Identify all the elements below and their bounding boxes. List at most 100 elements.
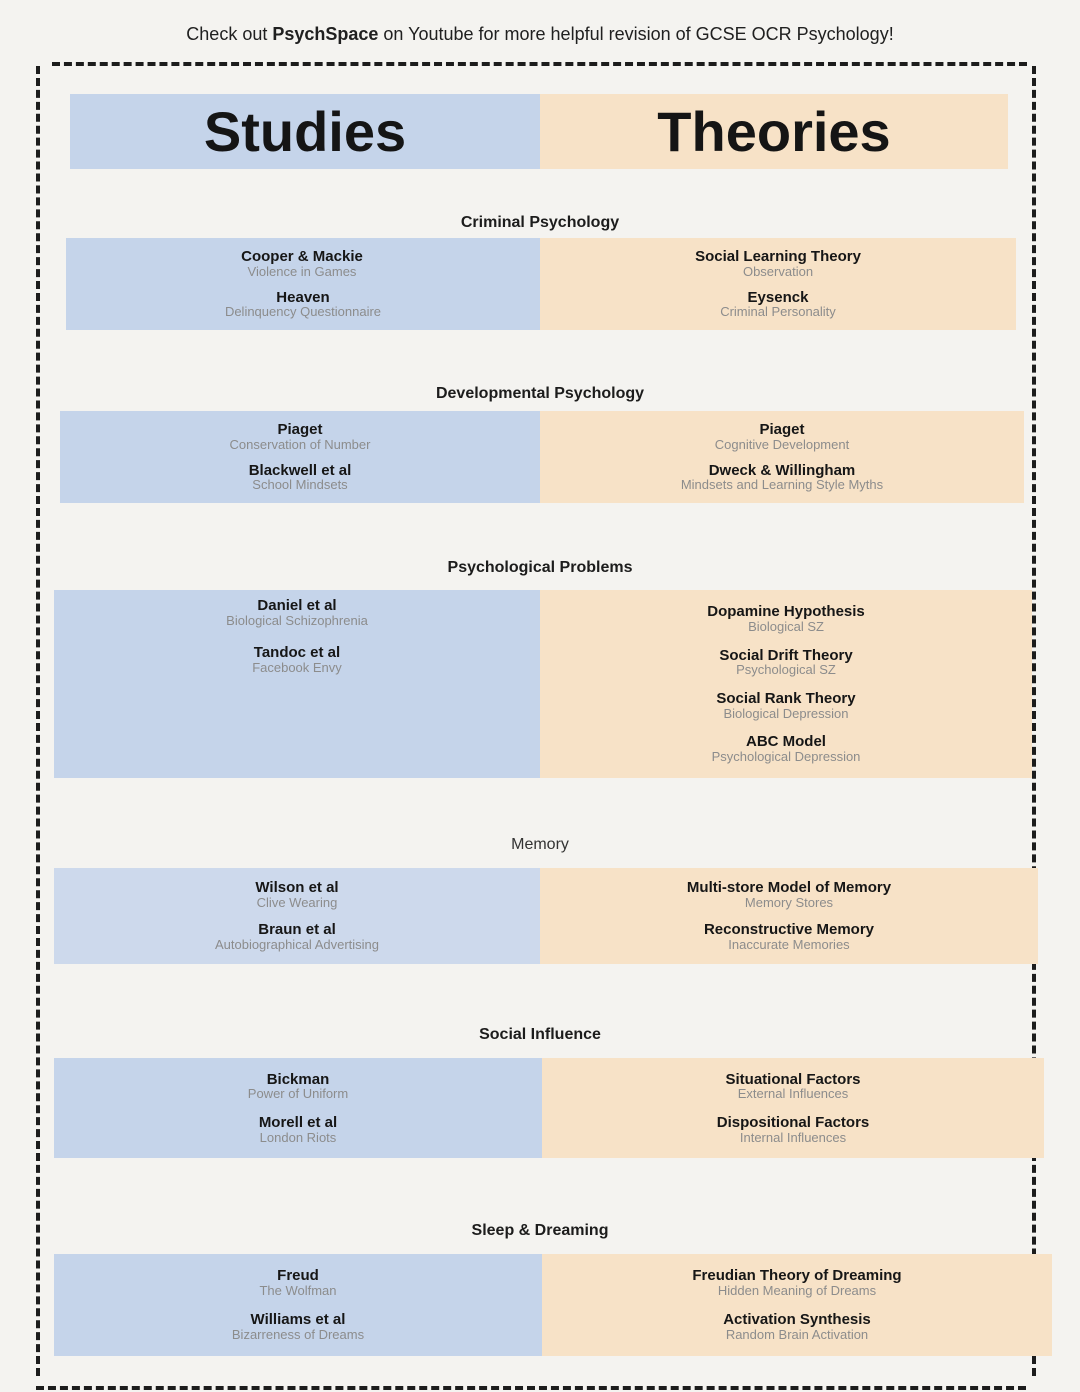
section-band-memory: Wilson et al Clive Wearing Braun et al A…	[54, 868, 1038, 964]
theories-header: Theories	[540, 94, 1008, 169]
section-title-social-influence: Social Influence	[479, 1026, 601, 1043]
study-entry: Heaven Delinquency Questionnaire	[224, 288, 382, 320]
theories-heading: Theories	[657, 100, 891, 163]
frame-border-top	[52, 62, 1027, 66]
theories-column: Situational Factors External Influences …	[542, 1058, 1044, 1158]
studies-column: Cooper & Mackie Violence in Games Heaven…	[66, 238, 540, 330]
study-topic: Facebook Envy	[252, 660, 342, 676]
theory-entry: Social Drift Theory Psychological SZ	[719, 646, 853, 677]
theory-name: ABC Model	[745, 733, 826, 751]
study-entry: Wilson et al Clive Wearing	[255, 880, 338, 909]
studies-column: Piaget Conservation of Number Blackwell …	[60, 411, 540, 503]
study-entry: Williams et al Bizarreness of Dreams	[232, 1312, 364, 1341]
theory-topic: Mindsets and Learning Style Myths	[680, 477, 884, 493]
theories-column: Dopamine Hypothesis Biological SZ Social…	[540, 590, 1032, 778]
theory-topic: External Influences	[737, 1086, 849, 1102]
theory-topic: Cognitive Development	[714, 436, 850, 452]
header-band: Studies Theories	[70, 94, 1008, 169]
frame-border-bottom	[36, 1386, 1026, 1390]
theory-entry: Multi-store Model of Memory Memory Store…	[687, 880, 891, 909]
theories-column: Piaget Cognitive Development Dweck & Wil…	[540, 411, 1024, 503]
top-note-brand: PsychSpace	[272, 24, 379, 44]
theory-topic: Observation	[742, 263, 814, 279]
theory-name: Social Rank Theory	[716, 690, 856, 708]
theory-name: Reconstructive Memory	[703, 921, 875, 939]
theory-entry: Freudian Theory of Dreaming Hidden Meani…	[692, 1268, 901, 1297]
studies-heading: Studies	[203, 100, 407, 163]
theory-topic: Random Brain Activation	[725, 1326, 869, 1342]
theory-name: Eysenck	[747, 288, 809, 306]
study-topic: Clive Wearing	[256, 895, 338, 911]
theory-entry: Activation Synthesis Random Brain Activa…	[723, 1312, 871, 1341]
section-band-social-influence: Bickman Power of Uniform Morell et al Lo…	[54, 1058, 1044, 1158]
theory-entry: Social Rank Theory Biological Depression	[716, 691, 855, 720]
study-topic: Delinquency Questionnaire	[224, 304, 382, 320]
theory-topic: Criminal Personality	[720, 304, 836, 320]
theory-entry: Reconstructive Memory Inaccurate Memorie…	[704, 922, 874, 951]
section-band-developmental: Piaget Conservation of Number Blackwell …	[60, 411, 1024, 503]
theory-entry: ABC Model Psychological Depression	[712, 734, 861, 763]
theory-entry: Dweck & Willingham Mindsets and Learning…	[680, 461, 884, 493]
study-topic: The Wolfman	[259, 1283, 337, 1299]
study-entry: Daniel et al Biological Schizophrenia	[226, 598, 368, 627]
study-entry: Morell et al London Riots	[259, 1115, 337, 1144]
theory-topic: Inaccurate Memories	[728, 936, 850, 952]
study-entry: Blackwell et al School Mindsets	[248, 461, 352, 492]
section-band-criminal: Cooper & Mackie Violence in Games Heaven…	[66, 238, 1016, 330]
theory-topic: Biological Depression	[723, 705, 849, 721]
study-entry: Piaget Conservation of Number	[230, 422, 371, 451]
studies-column: Freud The Wolfman Williams et al Bizarre…	[54, 1254, 542, 1356]
study-topic: Biological Schizophrenia	[226, 612, 368, 628]
section-title-problems: Psychological Problems	[447, 559, 633, 576]
frame-border-right	[1032, 66, 1036, 1376]
study-name: Blackwell et al	[248, 461, 352, 479]
study-name: Williams et al	[250, 1311, 346, 1329]
theory-name: Dweck & Willingham	[708, 461, 856, 479]
theory-topic: Hidden Meaning of Dreams	[717, 1283, 877, 1299]
study-entry: Freud The Wolfman	[259, 1268, 336, 1297]
theory-entry: Eysenck Criminal Personality	[720, 288, 836, 320]
section-title-sleep: Sleep & Dreaming	[471, 1222, 609, 1239]
study-name: Wilson et al	[255, 879, 339, 897]
study-entry: Bickman Power of Uniform	[248, 1071, 348, 1101]
section-band-problems: Daniel et al Biological Schizophrenia Ta…	[54, 590, 1032, 778]
theories-column: Freudian Theory of Dreaming Hidden Meani…	[542, 1254, 1052, 1356]
top-note-prefix: Check out	[186, 24, 273, 44]
study-name: Heaven	[276, 288, 330, 306]
theory-name: Social Drift Theory	[719, 646, 853, 664]
study-name: Daniel et al	[257, 597, 337, 614]
study-name: Freud	[277, 1267, 319, 1285]
theory-name: Dopamine Hypothesis	[707, 603, 865, 621]
study-name: Tandoc et al	[253, 644, 341, 662]
studies-header: Studies	[70, 94, 540, 169]
study-topic: Conservation of Number	[229, 436, 371, 452]
study-topic: Bizarreness of Dreams	[231, 1326, 365, 1342]
theory-name: Freudian Theory of Dreaming	[692, 1267, 902, 1285]
theory-name: Social Learning Theory	[695, 248, 861, 266]
studies-column: Daniel et al Biological Schizophrenia Ta…	[54, 590, 540, 778]
study-entry: Tandoc et al Facebook Envy	[252, 645, 342, 674]
studies-column: Bickman Power of Uniform Morell et al Lo…	[54, 1058, 542, 1158]
section-band-sleep: Freud The Wolfman Williams et al Bizarre…	[54, 1254, 1052, 1356]
theory-topic: Biological SZ	[748, 618, 824, 634]
theory-topic: Memory Stores	[744, 895, 834, 911]
theory-entry: Piaget Cognitive Development	[715, 422, 849, 451]
theory-name: Dispositional Factors	[716, 1113, 870, 1131]
theory-name: Multi-store Model of Memory	[686, 879, 892, 897]
theory-name: Piaget	[759, 421, 805, 439]
section-title-criminal: Criminal Psychology	[460, 214, 620, 231]
theories-column: Multi-store Model of Memory Memory Store…	[540, 868, 1038, 964]
study-name: Braun et al	[258, 921, 336, 939]
theory-topic: Internal Influences	[739, 1129, 847, 1145]
theory-entry: Situational Factors External Influences	[725, 1071, 860, 1102]
study-name: Morell et al	[258, 1113, 338, 1131]
theory-name: Activation Synthesis	[723, 1311, 871, 1329]
section-title-memory: Memory	[511, 836, 569, 853]
section-title-developmental: Developmental Psychology	[435, 385, 645, 402]
study-name: Piaget	[277, 421, 323, 439]
top-note: Check out PsychSpace on Youtube for more…	[0, 24, 1080, 45]
top-note-suffix: on Youtube for more helpful revision of …	[378, 24, 894, 44]
theories-column: Social Learning Theory Observation Eysen…	[540, 238, 1016, 330]
study-topic: Violence in Games	[247, 263, 357, 279]
frame-border-left	[36, 66, 40, 1376]
